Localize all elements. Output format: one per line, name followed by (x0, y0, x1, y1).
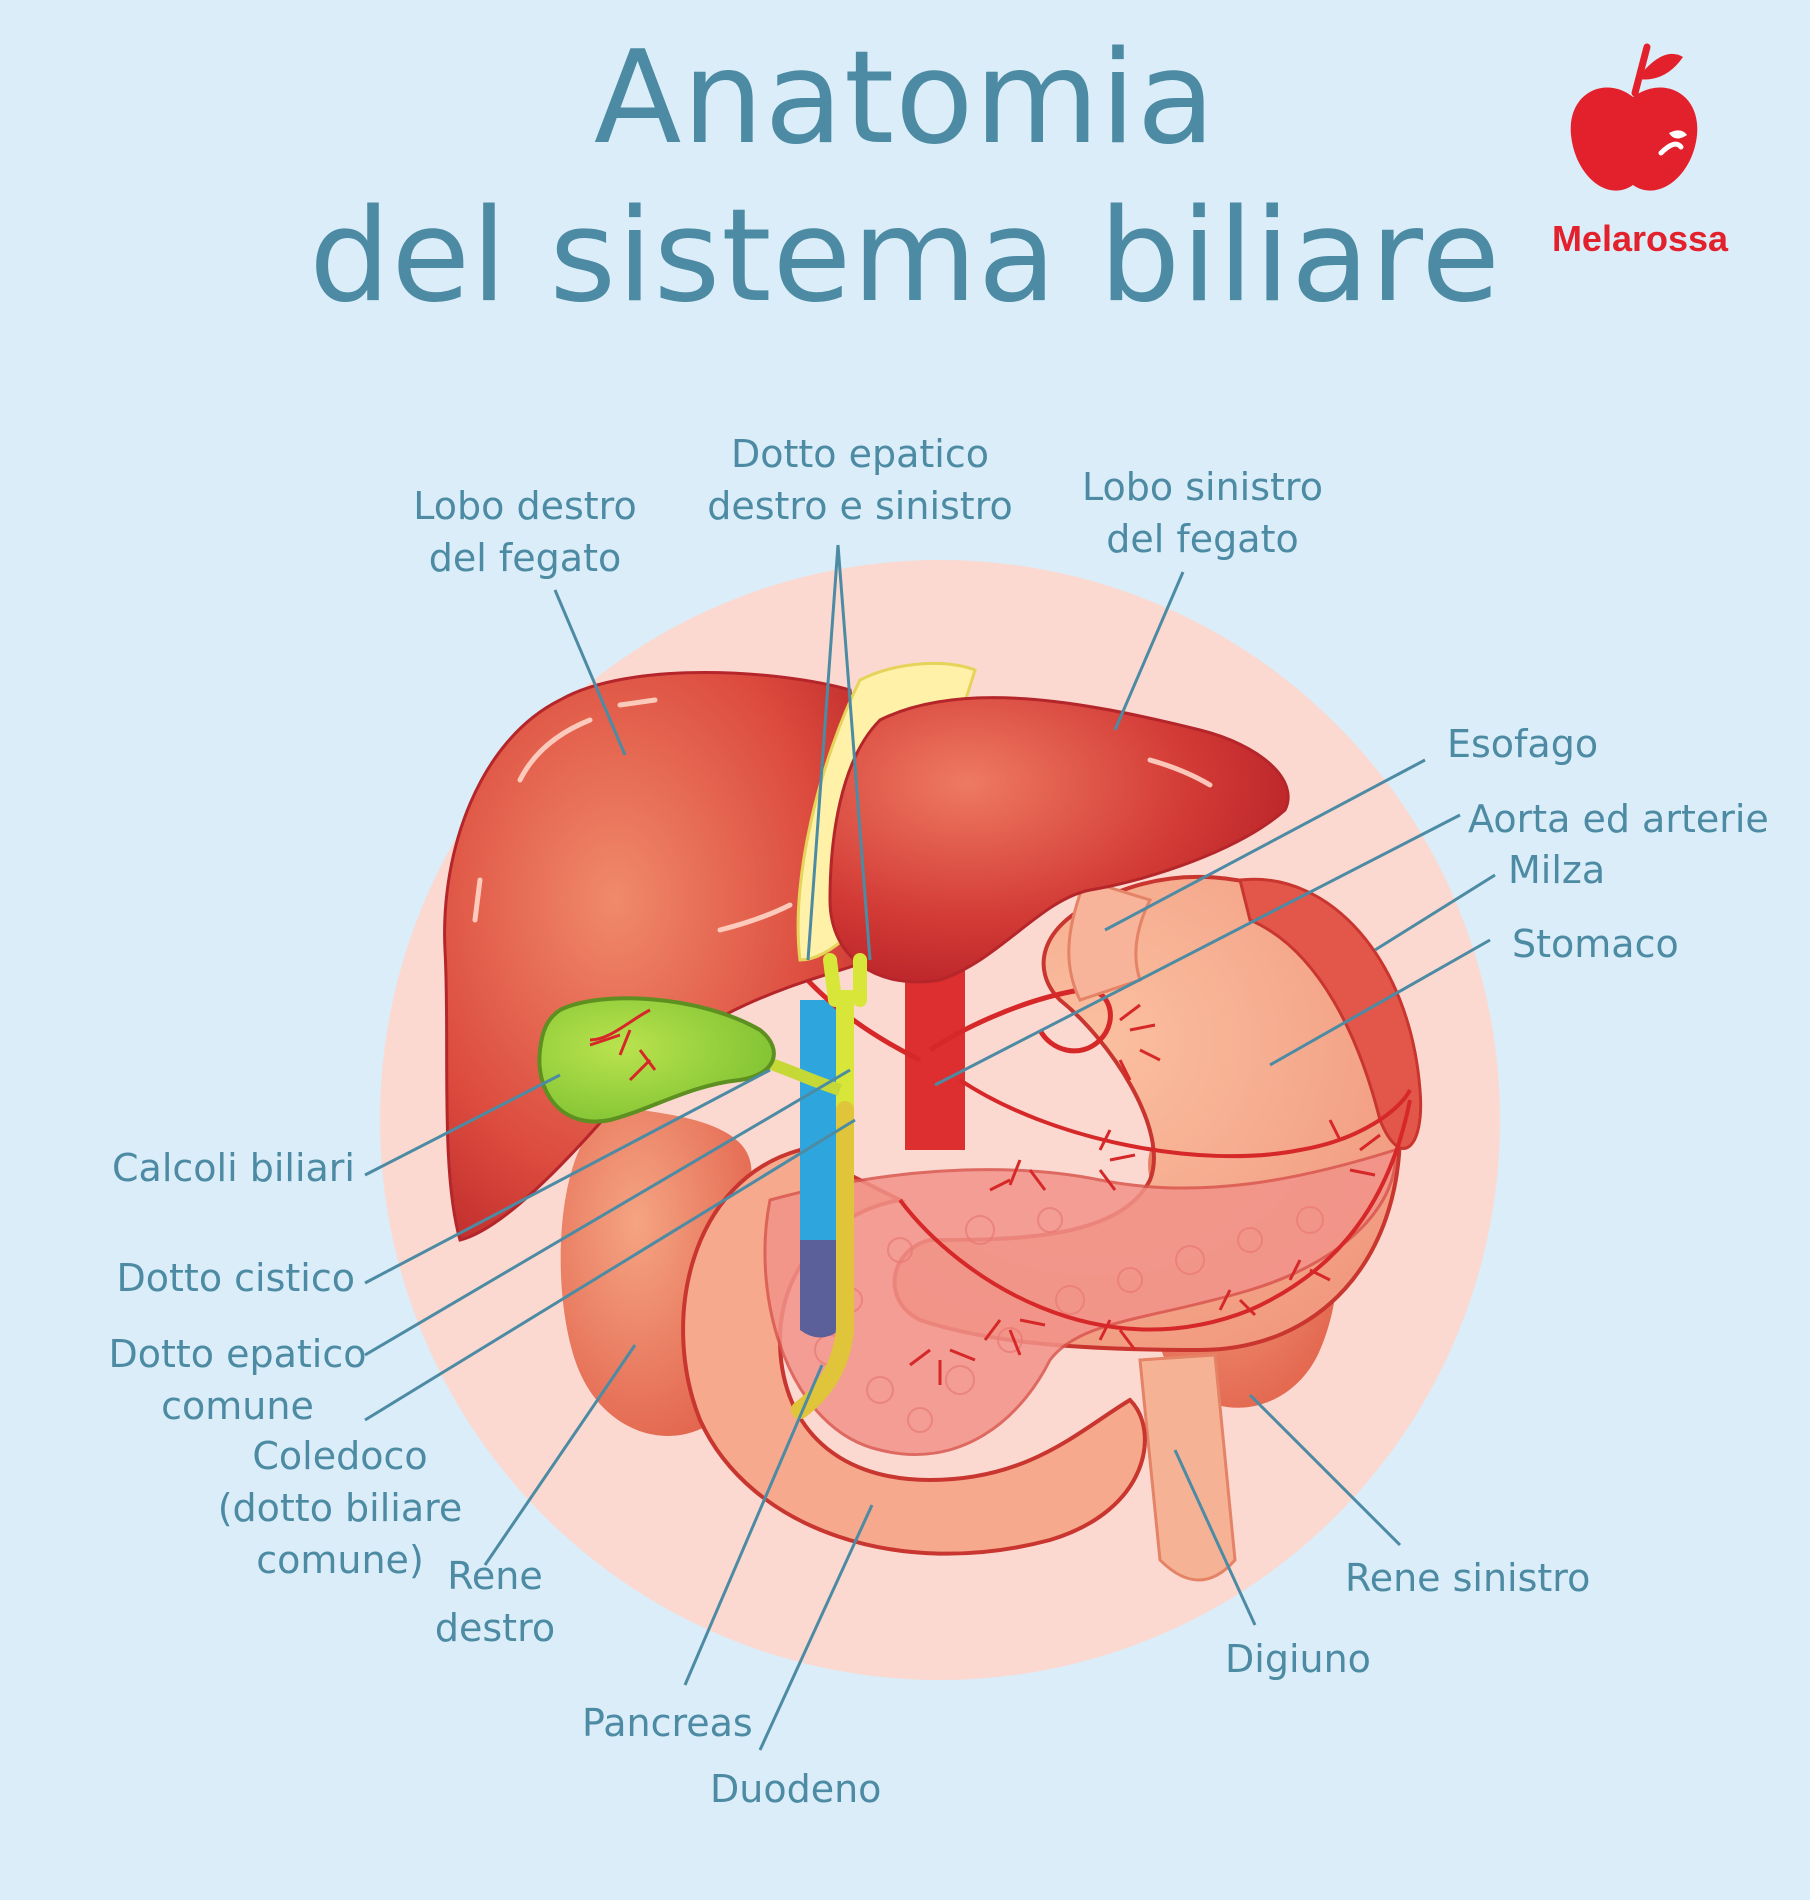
label-esofago: Esofago (1447, 722, 1599, 766)
leader-lobo-destro (553, 589, 627, 756)
label-pancreas: Pancreas (582, 1701, 753, 1745)
leader-dotto-cistico (364, 1068, 771, 1285)
leader-coledoco (364, 1118, 856, 1422)
leader-rene-destro (483, 1344, 637, 1566)
leader-rene-sinistro (1248, 1393, 1402, 1547)
leader-pancreas (683, 1364, 824, 1686)
artery-branches (909, 1003, 1381, 1385)
label-calcoli: Calcoli biliari (112, 1146, 355, 1190)
brand-name: Melarossa (1551, 218, 1729, 259)
title-line-2: del sistema biliare (309, 182, 1501, 331)
leader-dotti-epatici-1 (806, 544, 840, 961)
gallbladder (537, 996, 776, 1124)
leader-esofago (1104, 758, 1426, 932)
spleen (1238, 877, 1423, 1150)
label-aorta: Aorta ed arterie (1468, 797, 1769, 841)
jejunum (1138, 1353, 1237, 1582)
leader-dotto-epatico-comune (364, 1068, 851, 1357)
portal-vein-lower (800, 1240, 840, 1338)
leader-digiuno (1173, 1449, 1257, 1626)
label-stomaco: Stomaco (1512, 922, 1679, 966)
leader-milza (1374, 873, 1496, 952)
leader-duodeno (758, 1504, 874, 1751)
leader-stomaco (1269, 938, 1491, 1067)
leader-calcoli (364, 1073, 561, 1177)
label-milza: Milza (1508, 848, 1606, 892)
label-digiuno: Digiuno (1225, 1637, 1371, 1681)
liver-highlights (472, 697, 1213, 933)
leader-dotti-epatici-2 (836, 544, 872, 961)
gastroepiploic-artery (898, 1099, 1412, 1332)
apple-logo-icon (1570, 43, 1698, 191)
leader-lobo-sinistro (1113, 571, 1185, 731)
gallbladder-vessels (589, 1008, 657, 1082)
hepatic-ducts (823, 953, 867, 1007)
page-title: Anatomia del sistema biliare (300, 20, 1510, 336)
common-bile-duct (791, 1101, 854, 1419)
gastric-artery (958, 1078, 1412, 1159)
label-rene-sinistro: Rene sinistro (1345, 1556, 1591, 1600)
esophagus (1067, 878, 1153, 1002)
label-dotto-cistico: Dotto cistico (116, 1256, 355, 1300)
leader-aorta (934, 813, 1461, 1087)
title-line-1: Anatomia (593, 24, 1217, 173)
leader-lines (364, 544, 1496, 1751)
label-duodeno: Duodeno (710, 1767, 882, 1811)
